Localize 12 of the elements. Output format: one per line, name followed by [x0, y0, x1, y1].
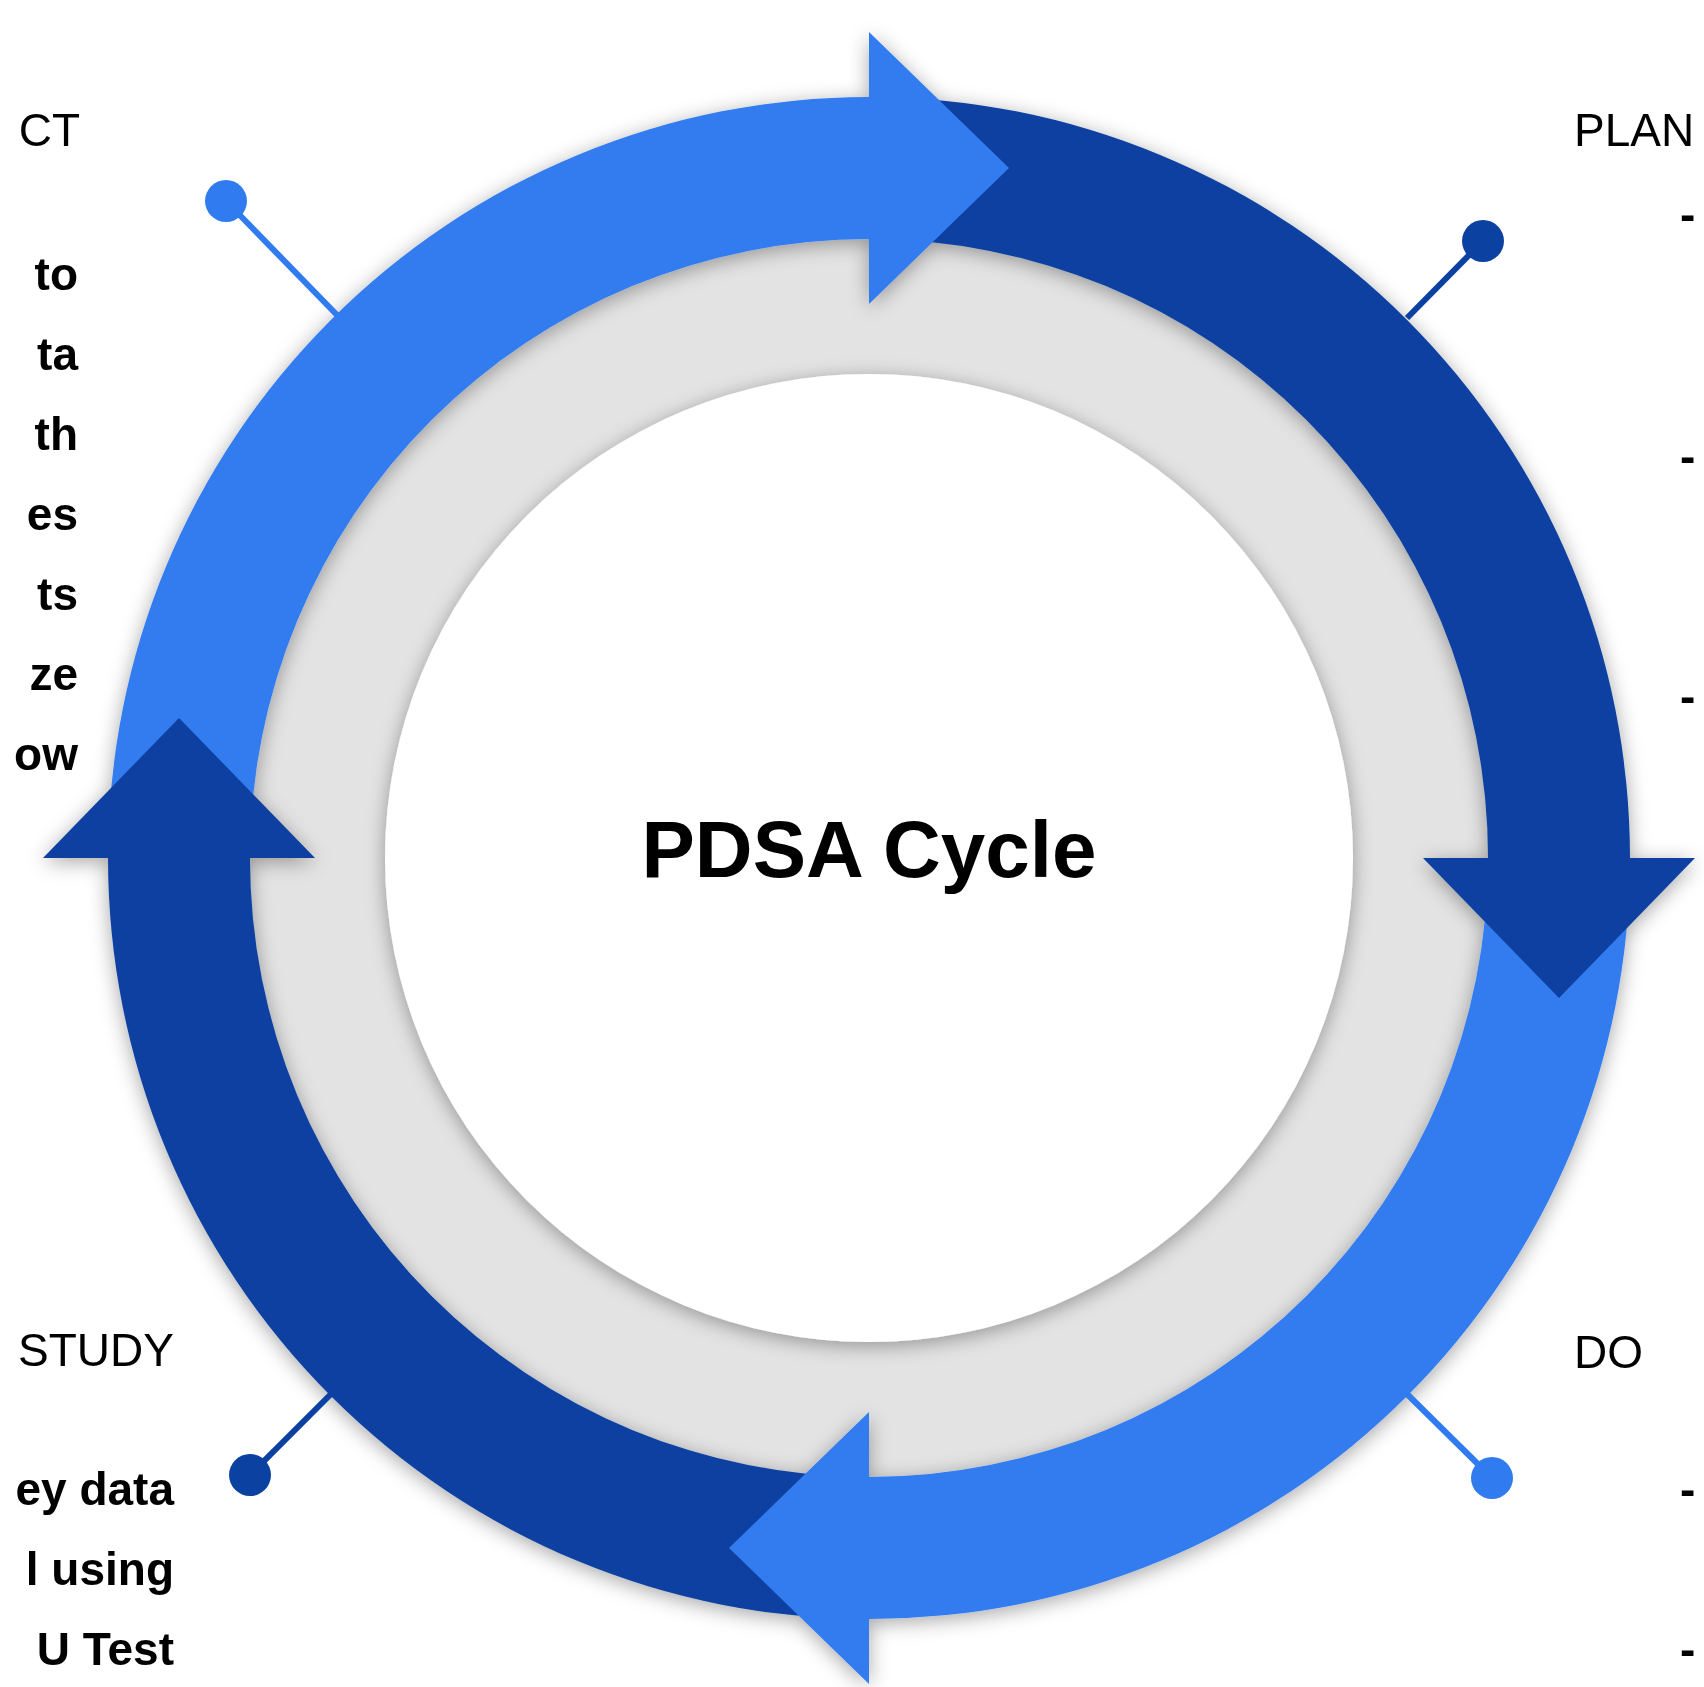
phase-heading: STUDY — [17, 1323, 174, 1378]
phase-description: to ta th es ts ze ow — [13, 247, 78, 782]
bullet-dash: - — [1680, 1622, 1697, 1677]
center-title: PDSA Cycle — [640, 804, 1098, 896]
phase-description: ey data l using U Test — [14, 1462, 174, 1677]
bullet-dash: - — [1680, 1462, 1697, 1517]
phase-heading: PLAN — [1574, 103, 1696, 158]
bullet-dash: - — [1680, 187, 1697, 242]
phase-heading: DO — [1574, 1325, 1644, 1380]
phase-heading: CT — [17, 103, 80, 158]
bullet-dash: - — [1680, 429, 1697, 484]
bullet-dash: - — [1680, 669, 1697, 724]
